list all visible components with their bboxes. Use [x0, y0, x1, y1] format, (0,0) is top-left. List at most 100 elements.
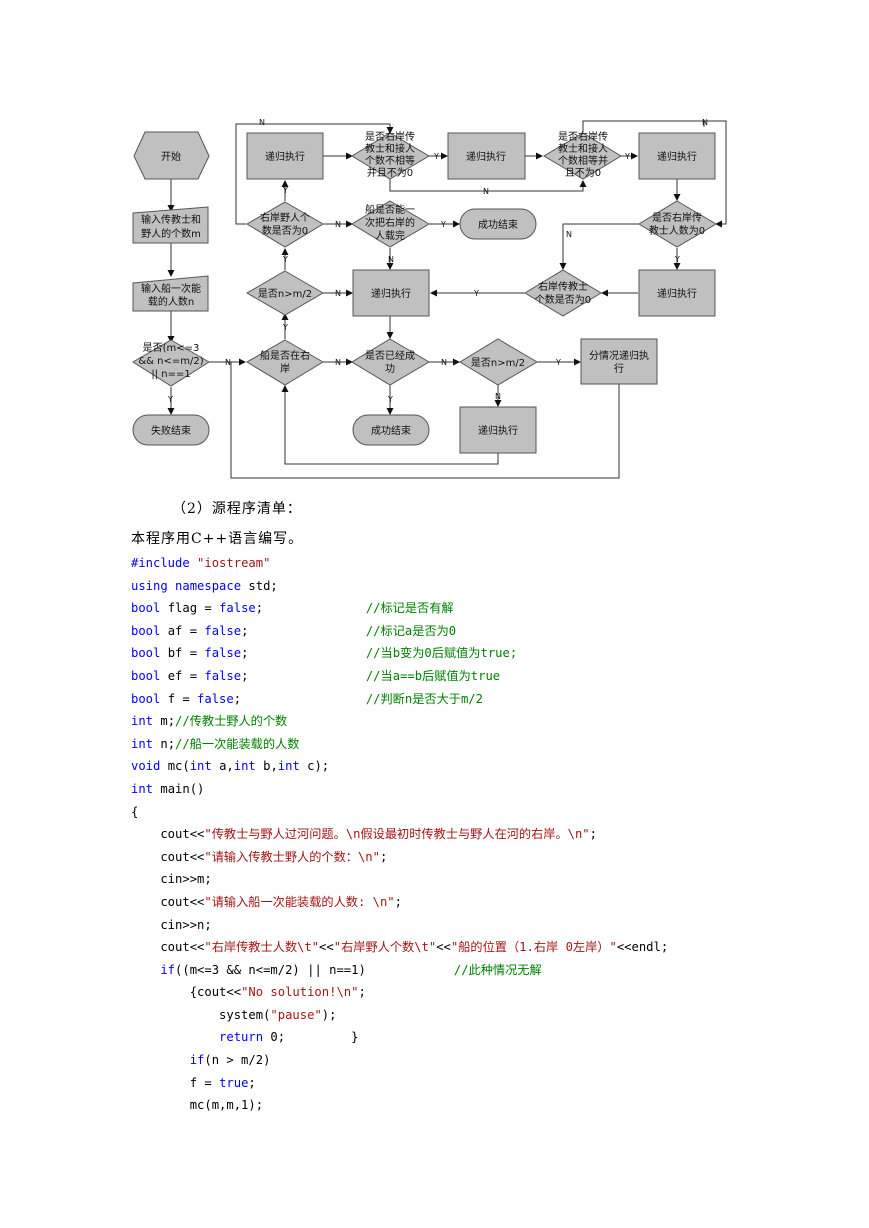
svg-text:是否右岸传: 是否右岸传 — [558, 130, 608, 143]
node-recurse-3: 递归执行 — [638, 132, 716, 180]
code-line: int m;//传教士野人的个数 — [131, 714, 288, 729]
svg-text:|| n==1: || n==1 — [151, 369, 190, 380]
label-n: N — [702, 118, 708, 127]
node-boat-on-right: 船是否在右 岸 — [246, 339, 324, 386]
label-n: N — [483, 187, 489, 196]
svg-text:教士和接人: 教士和接人 — [365, 142, 415, 155]
svg-text:是否n>m/2: 是否n>m/2 — [258, 288, 312, 300]
svg-text:输入船一次能: 输入船一次能 — [141, 282, 201, 295]
svg-text:右岸野人个: 右岸野人个 — [260, 211, 310, 224]
code-line: void mc(int a,int b,int c); — [131, 759, 330, 774]
intro-text: 本程序用C++语言编写。 — [131, 531, 304, 547]
svg-text:递归执行: 递归执行 — [466, 150, 506, 163]
svg-text:右岸传教士: 右岸传教士 — [538, 280, 588, 293]
code-line: cout<<"请输入传教士野人的个数：\n"; — [131, 849, 388, 864]
label-n: N — [566, 230, 572, 239]
svg-text:船是否能一: 船是否能一 — [365, 203, 415, 216]
svg-text:行: 行 — [614, 362, 624, 375]
node-can-carry-all: 船是否能一 次把右岸的 人载完 — [351, 200, 430, 248]
label-n: N — [441, 358, 447, 367]
source-code: #include "iostream" using namespace std;… — [131, 552, 668, 1117]
node-input-m: 输入传教士和 野人的个数m — [132, 206, 209, 244]
node-cond-invalid: 是否(m<=3 && n<=m/2) || n==1 — [132, 339, 210, 387]
flow-branch-labels: Y N N N Y Y N Y N Y Y N N Y N Y N Y N Y … — [167, 118, 708, 404]
svg-text:人载完: 人载完 — [375, 229, 405, 242]
code-line: {cout<<"No solution!\n"; — [131, 985, 366, 1000]
svg-text:是否已经成: 是否已经成 — [365, 349, 415, 362]
node-recurse-bottom: 递归执行 — [459, 406, 537, 454]
svg-text:成功结束: 成功结束 — [371, 424, 411, 437]
code-line: if(n > m/2) — [131, 1053, 271, 1068]
svg-text:教士人数为0: 教士人数为0 — [649, 224, 705, 237]
label-n: N — [495, 392, 501, 401]
label-y: Y — [624, 152, 630, 161]
svg-text:是否右岸传: 是否右岸传 — [365, 130, 415, 143]
node-check-a-ne: 是否右岸传 教士和接人 个数不相等 并且不为0 — [351, 130, 430, 180]
code-line: cout<<"传教士与野人过河问题。\n假设最初时传教士与野人在河的右岸。\n"… — [131, 827, 597, 842]
code-line: mc(m,m,1); — [131, 1098, 264, 1113]
svg-text:个数相等并: 个数相等并 — [558, 154, 608, 167]
code-line: return 0; } — [131, 1030, 359, 1045]
svg-text:递归执行: 递归执行 — [657, 287, 697, 300]
svg-text:分情况递归执: 分情况递归执 — [589, 349, 649, 362]
label-y: Y — [440, 220, 446, 229]
svg-text:输入传教士和: 输入传教士和 — [141, 213, 201, 226]
label-y: Y — [387, 395, 393, 404]
label-y: Y — [167, 395, 173, 404]
label-y: Y — [473, 289, 479, 298]
code-line: { — [131, 804, 139, 819]
node-right-missionary-zero: 是否右岸传 教士人数为0 — [638, 200, 717, 248]
node-right-savage-zero: 右岸野人个 数是否为0 — [246, 201, 324, 248]
node-recurse-right: 递归执行 — [638, 269, 716, 317]
code-line: system("pause"); — [131, 1007, 337, 1022]
node-already-success: 是否已经成 功 — [351, 338, 430, 386]
node-recurse-center: 递归执行 — [352, 269, 430, 317]
label-n: N — [335, 220, 341, 229]
section-heading: （2）源程序清单： — [172, 501, 302, 517]
svg-text:&& n<=m/2): && n<=m/2) — [138, 356, 203, 367]
label-y: Y — [674, 255, 680, 264]
svg-text:船是否在右: 船是否在右 — [260, 349, 310, 362]
code-line: bool flag = false; //标记是否有解 — [131, 601, 454, 616]
svg-text:递归执行: 递归执行 — [265, 150, 305, 163]
node-check-n-half-a: 是否n>m/2 — [246, 270, 324, 316]
svg-text:个数是否为0: 个数是否为0 — [535, 293, 591, 306]
label-n: N — [335, 358, 341, 367]
svg-text:功: 功 — [385, 363, 395, 375]
node-right-missionary-zero-2: 右岸传教士 个数是否为0 — [524, 269, 602, 317]
svg-text:个数不相等: 个数不相等 — [365, 154, 415, 167]
code-line: f = true; — [131, 1075, 256, 1090]
svg-text:载的人数n: 载的人数n — [148, 295, 194, 308]
flow-nodes: 开始 输入传教士和 野人的个数m 输入船一次能 载的人数n 是否(m<=3 &&… — [132, 130, 717, 454]
label-n: N — [388, 255, 394, 264]
node-success-end-1: 成功结束 — [459, 208, 537, 240]
svg-text:且不为0: 且不为0 — [565, 167, 601, 179]
svg-text:并且不为0: 并且不为0 — [367, 166, 413, 179]
code-line: int main() — [131, 781, 205, 796]
svg-text:数是否为0: 数是否为0 — [262, 224, 308, 237]
label-y: Y — [555, 358, 561, 367]
code-line: if((m<=3 && n<=m/2) || n==1) //此种情况无解 — [131, 962, 542, 977]
svg-text:递归执行: 递归执行 — [478, 424, 518, 437]
node-split-recurse: 分情况递归执 行 — [580, 338, 658, 385]
flowchart: Y N N N Y Y N Y N Y Y N N Y N Y N Y N Y … — [132, 118, 727, 479]
svg-text:失败结束: 失败结束 — [151, 424, 191, 437]
label-n: N — [335, 289, 341, 298]
label-n: N — [259, 118, 265, 127]
svg-text:教士和接人: 教士和接人 — [558, 142, 608, 155]
flow-connectors — [167, 120, 727, 479]
code-line: cin>>m; — [131, 872, 212, 887]
svg-text:是否右岸传: 是否右岸传 — [652, 211, 702, 224]
code-line: cout<<"请输入船一次能装载的人数: \n"; — [131, 894, 402, 909]
code-line: cout<<"右岸传教士人数\t"<<"右岸野人个数\t"<<"船的位置（1.右… — [131, 940, 669, 955]
code-line: bool ef = false; //当a==b后赋值为true — [131, 668, 501, 683]
svg-text:开始: 开始 — [161, 150, 181, 163]
svg-text:成功结束: 成功结束 — [478, 218, 518, 231]
node-fail-end: 失败结束 — [132, 414, 210, 446]
svg-text:岸: 岸 — [280, 363, 290, 375]
svg-text:次把右岸的: 次把右岸的 — [365, 216, 415, 229]
node-start: 开始 — [133, 131, 210, 180]
code-line: cin>>n; — [131, 917, 212, 932]
code-line: bool f = false; //判断n是否大于m/2 — [131, 691, 483, 706]
label-y: Y — [282, 255, 288, 264]
